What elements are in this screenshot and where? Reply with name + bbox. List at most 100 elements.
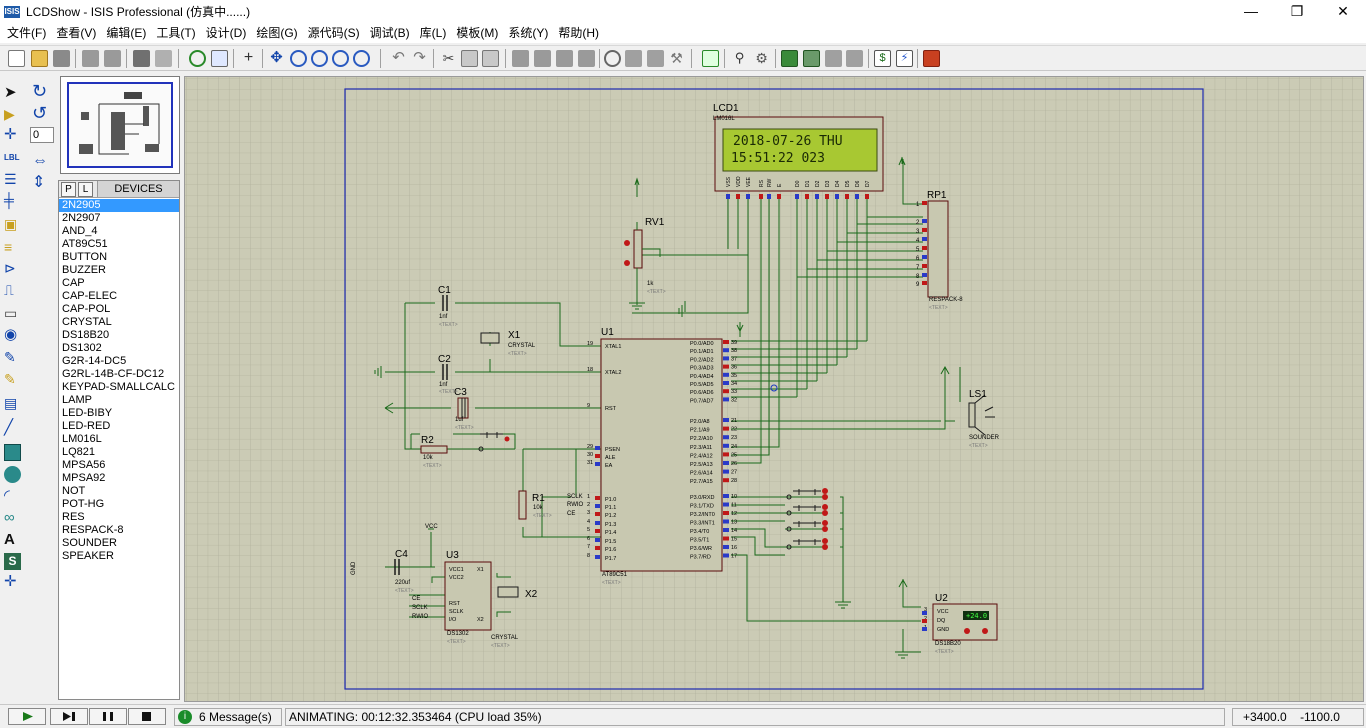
menu-file[interactable]: 文件(F) xyxy=(7,26,47,40)
text-script-mode-icon[interactable]: ☰ xyxy=(4,171,17,187)
stop-button[interactable] xyxy=(128,708,166,725)
device-item[interactable]: AT89C51 xyxy=(62,238,108,250)
play-button[interactable] xyxy=(8,708,46,725)
terminals-mode-icon[interactable]: ≡ xyxy=(4,239,13,255)
zoom-all-icon[interactable] xyxy=(332,50,349,67)
close-button[interactable]: ✕ xyxy=(1337,3,1349,19)
current-probe-mode-icon[interactable]: ✎ xyxy=(4,371,16,387)
mirror-y-icon[interactable]: ⇕ xyxy=(32,174,46,191)
device-item[interactable]: LAMP xyxy=(62,394,92,406)
zoom-area-icon[interactable] xyxy=(353,50,370,67)
pick-devices-button[interactable]: P xyxy=(61,182,76,197)
device-item[interactable]: NOT xyxy=(62,485,86,497)
selection-mode-icon[interactable]: ➤ xyxy=(4,84,17,101)
refresh-icon[interactable] xyxy=(189,50,206,67)
cut-icon[interactable]: ✂ xyxy=(442,50,455,66)
device-item[interactable]: POT-HG xyxy=(62,498,105,510)
device-item[interactable]: RES xyxy=(62,511,85,523)
tape-recorder-mode-icon[interactable]: ▭ xyxy=(4,305,18,321)
menu-system[interactable]: 系统(Y) xyxy=(508,26,549,40)
menu-view[interactable]: 查看(V) xyxy=(56,26,97,40)
device-item[interactable]: 2N2905 xyxy=(59,199,179,212)
menu-debug[interactable]: 调试(B) xyxy=(369,26,410,40)
menu-library[interactable]: 库(L) xyxy=(419,26,447,40)
generator-mode-icon[interactable]: ◉ xyxy=(4,326,18,343)
device-item[interactable]: KEYPAD-SMALLCALC xyxy=(62,381,175,393)
marker-mode-icon[interactable]: ✛ xyxy=(4,573,17,590)
maximize-button[interactable]: ❐ xyxy=(1290,3,1304,19)
symbol-mode-icon[interactable]: S xyxy=(4,553,21,570)
mirror-x-icon[interactable]: ⇔ xyxy=(32,152,48,169)
text-mode-icon[interactable]: A xyxy=(4,531,15,548)
device-item[interactable]: CAP-ELEC xyxy=(62,290,118,302)
overview-window[interactable] xyxy=(60,76,180,174)
graph-mode-icon[interactable]: ⎍ xyxy=(4,282,14,298)
pick-device-icon[interactable] xyxy=(604,50,621,67)
device-item[interactable]: SPEAKER xyxy=(62,550,114,562)
path-mode-icon[interactable]: ∞ xyxy=(4,509,15,526)
bill-of-materials-icon[interactable]: $ xyxy=(874,50,891,67)
circle-mode-icon[interactable] xyxy=(4,466,21,483)
device-item[interactable]: RESPACK-8 xyxy=(62,524,124,536)
new-file-icon[interactable] xyxy=(8,50,25,67)
copy-icon[interactable] xyxy=(461,50,478,67)
wire-label-mode-icon[interactable]: LBL xyxy=(4,153,20,162)
print-icon[interactable] xyxy=(133,50,150,67)
redo-icon[interactable]: ↷ xyxy=(413,49,426,66)
paste-icon[interactable] xyxy=(482,50,499,67)
push-button-switch[interactable] xyxy=(786,520,828,532)
voltage-probe-mode-icon[interactable]: ✎ xyxy=(4,349,16,365)
device-item[interactable]: LED-BIBY xyxy=(62,407,113,419)
menu-design[interactable]: 设计(D) xyxy=(205,26,247,40)
component-mode-icon[interactable]: ▶ xyxy=(4,106,15,122)
new-sheet-icon[interactable] xyxy=(781,50,798,67)
device-item[interactable]: SOUNDER xyxy=(62,537,118,549)
pause-button[interactable] xyxy=(89,708,127,725)
open-file-icon[interactable] xyxy=(31,50,48,67)
device-item[interactable]: BUZZER xyxy=(62,264,106,276)
device-item[interactable]: LM016L xyxy=(62,433,102,445)
print-area-icon[interactable] xyxy=(155,50,172,67)
block-copy-icon[interactable] xyxy=(512,50,529,67)
device-item[interactable]: DS1302 xyxy=(62,342,102,354)
rotate-anticlockwise-icon[interactable]: ↺ xyxy=(32,103,48,123)
junction-dot-mode-icon[interactable]: ✛ xyxy=(4,126,17,143)
save-icon[interactable] xyxy=(53,50,70,67)
menu-graph[interactable]: 绘图(G) xyxy=(256,26,298,40)
bus-mode-icon[interactable]: ╪ xyxy=(4,192,14,208)
packaging-icon[interactable] xyxy=(647,50,664,67)
search-icon[interactable]: ⚲ xyxy=(734,50,745,65)
menu-help[interactable]: 帮助(H) xyxy=(558,26,599,40)
device-item[interactable]: G2RL-14B-CF-DC12 xyxy=(62,368,165,380)
device-item[interactable]: MPSA92 xyxy=(62,472,106,484)
menu-template[interactable]: 模板(M) xyxy=(456,26,499,40)
virtual-instruments-mode-icon[interactable]: ▤ xyxy=(4,395,18,411)
line-mode-icon[interactable]: ╱ xyxy=(4,419,14,436)
block-delete-icon[interactable] xyxy=(578,50,595,67)
device-item[interactable]: CAP-POL xyxy=(62,303,111,315)
step-button[interactable] xyxy=(50,708,88,725)
origin-icon[interactable]: + xyxy=(243,49,254,66)
undo-icon[interactable]: ↶ xyxy=(392,49,405,66)
device-item[interactable]: BUTTON xyxy=(62,251,108,263)
device-item[interactable]: LED-RED xyxy=(62,420,111,432)
decompose-icon[interactable]: ⚒ xyxy=(670,50,683,66)
property-tool-icon[interactable]: ⚙ xyxy=(755,50,768,66)
goto-sheet-icon[interactable] xyxy=(846,50,863,67)
pan-icon[interactable]: ✥ xyxy=(270,49,283,66)
subcircuit-mode-icon[interactable]: ▣ xyxy=(4,216,18,232)
push-button-switch[interactable] xyxy=(786,504,828,516)
overview-viewport[interactable] xyxy=(67,82,173,168)
menu-tools[interactable]: 工具(T) xyxy=(156,26,196,40)
rotation-angle-field[interactable]: 0 xyxy=(30,127,54,143)
ares-icon[interactable] xyxy=(923,50,940,67)
import-icon[interactable] xyxy=(82,50,99,67)
device-item[interactable]: G2R-14-DC5 xyxy=(62,355,127,367)
box-mode-icon[interactable] xyxy=(4,444,21,461)
zoom-in-icon[interactable] xyxy=(290,50,307,67)
push-button-switch[interactable] xyxy=(786,538,828,550)
device-item[interactable]: CAP xyxy=(62,277,85,289)
device-item[interactable]: CRYSTAL xyxy=(62,316,112,328)
library-manager-button[interactable]: L xyxy=(78,182,93,197)
export-icon[interactable] xyxy=(104,50,121,67)
